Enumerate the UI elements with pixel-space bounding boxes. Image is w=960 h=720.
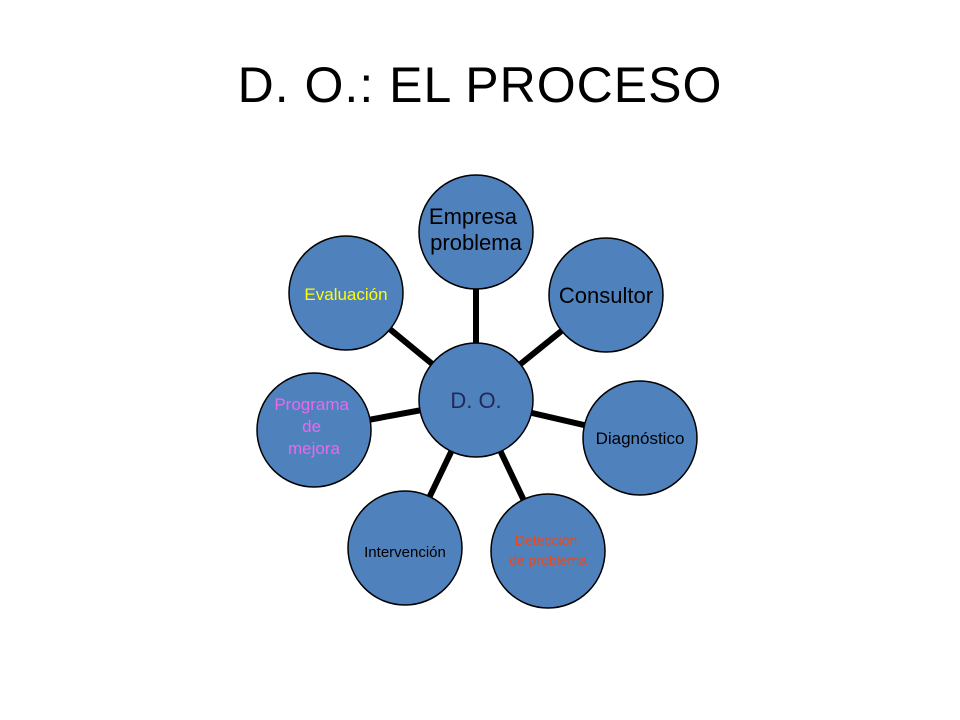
- node-evaluacion-label: Evaluación: [304, 285, 387, 304]
- node-programa-label: Programa de mejora: [274, 395, 353, 458]
- node-center-label: D. O.: [450, 388, 501, 413]
- node-empresa: Empresa problema: [418, 174, 534, 290]
- node-deteccion-label: Detección de problema: [509, 532, 587, 568]
- node-diagnostico-label: Diagnóstico: [596, 429, 685, 448]
- node-empresa-label: Empresa problema: [429, 204, 523, 255]
- node-consultor: Consultor: [548, 237, 664, 353]
- node-diagnostico: Diagnóstico: [582, 380, 698, 496]
- node-consultor-label: Consultor: [559, 283, 653, 308]
- node-deteccion: Detección de problema: [490, 493, 606, 609]
- node-evaluacion: Evaluación: [288, 235, 404, 351]
- node-center: D. O.: [418, 342, 534, 458]
- node-programa: Programa de mejora: [256, 372, 372, 488]
- page-title: D. O.: EL PROCESO: [237, 57, 723, 113]
- node-intervencion: Intervención: [347, 490, 463, 606]
- node-intervencion-label: Intervención: [364, 544, 446, 561]
